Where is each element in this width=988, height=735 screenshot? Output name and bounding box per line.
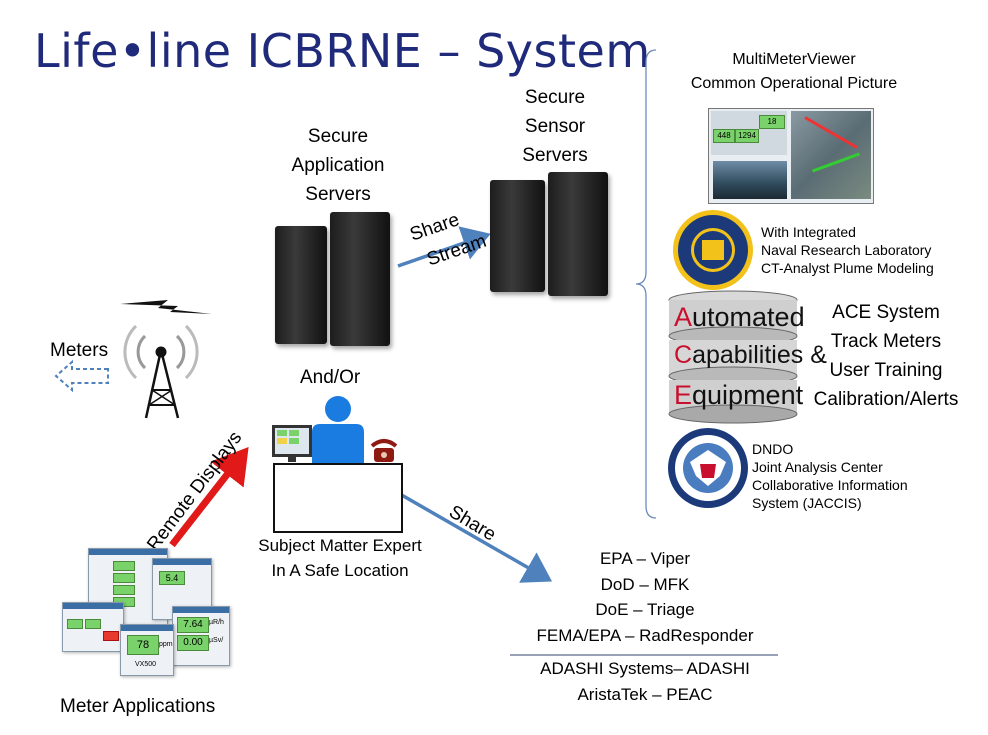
- desk: [273, 463, 403, 533]
- meter-screen-gas-3: [62, 602, 124, 652]
- person-icon: [312, 396, 364, 466]
- remote-displays-arrow: [169, 446, 249, 548]
- sme-label: Subject Matter Expert In A Safe Location: [258, 536, 422, 580]
- radio-tower-icon: [123, 324, 199, 419]
- ace-word-capabilities: Capabilities &: [674, 341, 827, 369]
- ace-word-equipment: Equipment: [674, 380, 804, 410]
- cop-label: MultiMeterViewer Common Operational Pict…: [690, 51, 898, 92]
- share-systems-list: EPA – Viper DoD – MFK DoE – Triage FEMA/…: [504, 546, 786, 648]
- application-server-rack-1: [275, 226, 327, 344]
- sensor-server-rack-1: [490, 180, 545, 292]
- sensor-server-rack-2: [548, 172, 608, 296]
- application-server-rack-2: [330, 212, 390, 346]
- phone-icon: [370, 439, 398, 462]
- page-title: Life•line ICBRNE – System: [34, 24, 651, 78]
- and-or-label: And/Or: [300, 367, 361, 388]
- meter-screen-radiation: 7.64 µR/h 0.00 µSv/: [172, 606, 230, 666]
- share-stream-arrow: [397, 226, 491, 268]
- application-servers-label: Secure Application Servers: [291, 126, 385, 205]
- other-system-item: AristaTek – PEAC: [577, 684, 713, 704]
- sensor-servers-label: Secure Sensor Servers: [522, 87, 588, 166]
- ace-features-list: ACE System Track Meters User Training Ca…: [813, 302, 959, 410]
- meter-screens-collage: 5.4 7.64 µR/h 0.00 µSv/ 78 ppm VX500: [60, 548, 240, 688]
- right-bracket: [635, 49, 657, 519]
- nrl-label: With Integrated Naval Research Laborator…: [761, 224, 934, 276]
- other-systems-list: ADASHI Systems– ADASHI AristaTek – PEAC: [504, 656, 786, 707]
- ace-cylinders: [668, 290, 798, 424]
- share-system-item: FEMA/EPA – RadResponder: [536, 625, 754, 645]
- share-system-item: DoE – Triage: [595, 600, 695, 619]
- meters-label: Meters: [50, 340, 109, 361]
- cop-ship-photo: [713, 161, 787, 199]
- meter-screen-vx500: 78 ppm VX500: [120, 624, 174, 676]
- cop-map: [791, 111, 871, 199]
- cop-screenshot: 448 1294 18: [708, 108, 874, 204]
- other-system-item: ADASHI Systems– ADASHI: [540, 659, 750, 678]
- share-arrow: [385, 484, 553, 583]
- dhs-seal-logo: [668, 428, 748, 508]
- dndo-label: DNDO Joint Analysis Center Collaborative…: [752, 441, 908, 511]
- share-system-item: EPA – Viper: [599, 549, 691, 568]
- dashed-arrow-icon: [54, 359, 109, 393]
- share-system-item: DoD – MFK: [600, 574, 690, 594]
- lightning-icon: [120, 300, 212, 314]
- ace-word-automated: Automated: [674, 302, 805, 332]
- desk-monitor-icon: [272, 425, 312, 462]
- nrl-seal-logo: [673, 210, 753, 290]
- meter-applications-label: Meter Applications: [60, 696, 216, 717]
